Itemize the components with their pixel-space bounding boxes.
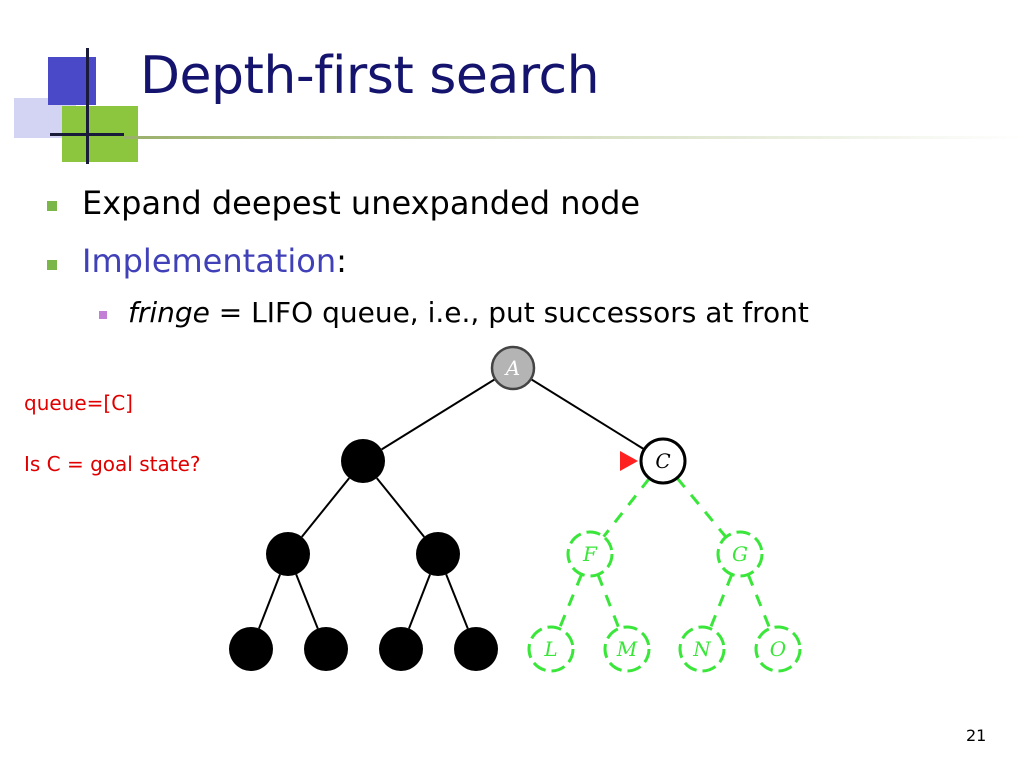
bullet-implementation: Implementation:	[82, 242, 347, 280]
edge-B-E	[376, 477, 425, 538]
sub-bullet-fringe: fringe = LIFO queue, i.e., put successor…	[128, 296, 809, 329]
bullet-square-icon	[47, 201, 57, 211]
bullet-expand-deepest: Expand deepest unexpanded node	[82, 184, 641, 222]
page-number: 21	[966, 726, 987, 745]
edge-D-H	[258, 574, 281, 629]
tree-node-k	[454, 627, 498, 671]
tree-node-l: L	[527, 625, 575, 673]
implementation-label: Implementation	[82, 242, 337, 280]
tree-node-label: C	[655, 449, 670, 473]
edge-B-D	[301, 477, 350, 538]
edge-F-L	[557, 573, 584, 630]
bullet-square-icon	[47, 260, 57, 270]
goal-question: Is C = goal state?	[24, 452, 201, 476]
tree-node-e	[416, 532, 460, 576]
tree-node-n: N	[678, 625, 726, 673]
edge-C-G	[675, 476, 728, 539]
tree-node-f: F	[566, 530, 614, 578]
edge-E-K	[445, 574, 469, 629]
edge-G-O	[746, 573, 772, 630]
title-underline	[124, 136, 1024, 139]
edge-G-N	[708, 573, 734, 630]
tree-node-label: A	[504, 356, 520, 380]
tree-node-d	[266, 532, 310, 576]
tree-node-label: M	[616, 637, 638, 661]
fringe-word: fringe	[128, 296, 210, 329]
tree-node-label: G	[732, 542, 748, 566]
tree-node-i	[304, 627, 348, 671]
edge-C-F	[602, 477, 651, 538]
edge-E-J	[408, 574, 431, 629]
tree-node-m: M	[603, 625, 651, 673]
tree-edges	[258, 378, 772, 630]
sub-bullet-square-icon	[99, 311, 107, 319]
tree-node-c: C	[639, 437, 687, 485]
tree-node-label: N	[692, 637, 712, 661]
edge-A-C	[531, 378, 645, 451]
edge-D-I	[295, 574, 319, 629]
tree-node-o: O	[754, 625, 802, 673]
current-node-marker	[620, 451, 638, 471]
tree-node-b	[341, 439, 385, 483]
edge-A-B	[381, 378, 495, 451]
tree-nodes: A C F G L M N O	[229, 345, 802, 673]
tree-node-j	[379, 627, 423, 671]
edge-F-M	[596, 573, 621, 630]
slide-title: Depth-first search	[140, 46, 600, 106]
fringe-description: = LIFO queue, i.e., put successors at fr…	[209, 296, 809, 329]
queue-label: queue=[C]	[24, 391, 133, 415]
tree-node-label: O	[770, 637, 786, 661]
tree-node-a: A	[490, 345, 536, 391]
current-node-arrow-icon	[620, 451, 638, 471]
tree-node-label: L	[543, 637, 557, 661]
decor-vertical-line	[86, 48, 89, 164]
tree-node-g: G	[716, 530, 764, 578]
implementation-colon: :	[336, 242, 347, 280]
tree-node-label: F	[582, 542, 598, 566]
tree-node-h	[229, 627, 273, 671]
decor-horizontal-line	[50, 133, 124, 136]
